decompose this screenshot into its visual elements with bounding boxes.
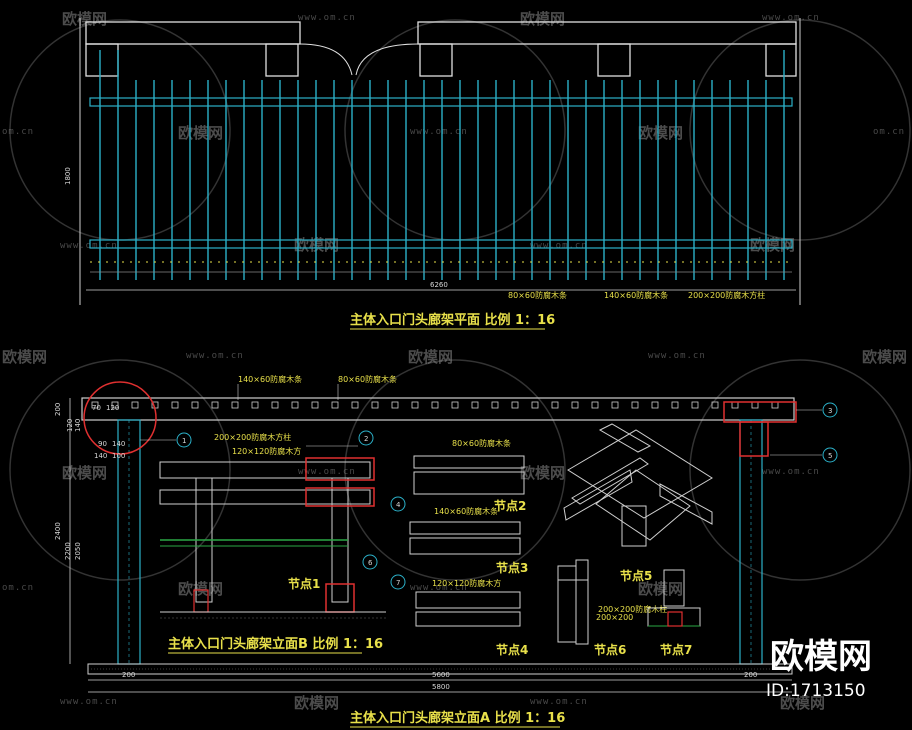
marker-number: 3 [828, 407, 832, 415]
watermark-brand: 欧模网 [520, 10, 565, 28]
node-label-6: 节点6 [594, 642, 626, 657]
circle-dim: 70 [92, 404, 101, 412]
detail-nodes: 80×60防腐木条 节点2 140×60防腐木条 节点3 120×120防腐木方… [409, 423, 713, 657]
elev-a-dim-height: 140 [74, 419, 82, 432]
watermark-url: om.cn [873, 127, 905, 137]
watermark-url: www.om.cn [530, 241, 588, 251]
elevation-b: 200×200防腐木方柱 120×120防腐木方 2 4 6 7 节点1 主体入… [159, 430, 406, 654]
node-label-5: 节点5 [620, 568, 652, 583]
elevation-a: 2400 2200 2050 200 120 140 70 120 90 140… [54, 374, 838, 728]
elev-a-dim-bottom-inner: 5600 [432, 671, 450, 679]
watermark-url: www.om.cn [530, 697, 588, 707]
circle-dim: 90 [98, 440, 107, 448]
elev-a-callout: 80×60防腐木条 [338, 374, 397, 384]
watermark-url: www.om.cn [762, 13, 820, 23]
marker-number: 7 [396, 579, 400, 587]
plan-title: 主体入口门头廊架平面 比例 1：16 [350, 312, 555, 328]
circle-dim: 100 [112, 452, 125, 460]
plan-dim-total: 6260 [430, 281, 448, 289]
watermark-url: www.om.cn [60, 241, 118, 251]
node-callout: 80×60防腐木条 [452, 438, 511, 448]
watermark-url: www.om.cn [648, 351, 706, 361]
circle-dim: 140 [112, 440, 125, 448]
watermark-brand: 欧模网 [178, 124, 223, 142]
marker-number: 2 [364, 435, 368, 443]
elev-a-callout: 200×200防腐木柱 [598, 604, 667, 614]
elev-a-dim-edge: 200 [122, 671, 135, 679]
elev-b-callout: 200×200防腐木方柱 [214, 432, 291, 442]
watermark-url: om.cn [2, 583, 34, 593]
node-callout: 140×60防腐木条 [434, 506, 498, 516]
brand-id: ID:1713150 [766, 681, 866, 701]
elev-a-dim-height: 120 [66, 419, 74, 432]
watermark-brand: 欧模网 [862, 348, 907, 366]
elev-a-dim-height: 200 [54, 403, 62, 416]
elev-a-dim-height: 2400 [54, 522, 62, 540]
plan-callout: 200×200防腐木方柱 [688, 290, 765, 300]
node-label-1: 节点1 [288, 576, 320, 591]
marker-number: 4 [396, 501, 401, 509]
watermark-brand: 欧模网 [408, 348, 453, 366]
watermark-brand: 欧模网 [62, 10, 107, 28]
plan-dim-height: 1800 [64, 167, 72, 185]
watermark-url: om.cn [2, 127, 34, 137]
node-label-7: 节点7 [660, 642, 692, 657]
plan-callout: 80×60防腐木条 [508, 290, 567, 300]
elev-a-dim-height: 2050 [74, 542, 82, 560]
watermark-layer: 欧模网 www.om.cn 欧模网 www.om.cn om.cn 欧模网 ww… [2, 10, 911, 712]
node-label-3: 节点3 [496, 560, 528, 575]
elev-b-title: 主体入口门头廊架立面B 比例 1：16 [168, 636, 383, 652]
elev-a-dim-height: 2200 [64, 542, 72, 560]
watermark-brand: 欧模网 [750, 236, 795, 254]
watermark-brand: 欧模网 [780, 694, 825, 712]
watermark-brand: 欧模网 [294, 694, 339, 712]
watermark-brand: 欧模网 [638, 580, 683, 598]
watermark-url: www.om.cn [410, 583, 468, 593]
watermark-url: www.om.cn [410, 127, 468, 137]
watermark-url: www.om.cn [298, 467, 356, 477]
plan-callout: 140×60防腐木条 [604, 290, 668, 300]
watermark-brand: 欧模网 [638, 124, 683, 142]
node-callout: 200×200 [596, 613, 633, 622]
node-callout: 120×120防腐木方 [432, 578, 501, 588]
plan-view: 6260 1800 80×60防腐木条 140×60防腐木条 200×200防腐… [64, 18, 801, 330]
elev-a-callout: 140×60防腐木条 [238, 374, 302, 384]
watermark-brand: 欧模网 [178, 580, 223, 598]
watermark-brand: 欧模网 [2, 348, 47, 366]
watermark-url: www.om.cn [60, 697, 118, 707]
node-label-2: 节点2 [494, 498, 526, 513]
watermark-brand: 欧模网 [62, 464, 107, 482]
watermark-url: www.om.cn [186, 351, 244, 361]
elev-a-left-marker: 1 [140, 432, 192, 448]
circle-dim: 120 [106, 404, 119, 412]
marker-number: 1 [182, 437, 186, 445]
elev-a-right-markers: 3 5 [770, 402, 838, 463]
elev-a-dim-bottom: 5800 [432, 683, 450, 691]
elev-b-callout: 120×120防腐木方 [232, 446, 301, 456]
elev-a-dim-edge: 200 [744, 671, 757, 679]
watermark-url: www.om.cn [762, 467, 820, 477]
watermark-brand: 欧模网 [520, 464, 565, 482]
marker-number: 6 [368, 559, 373, 567]
brand-logo-text: 欧模网 [770, 637, 872, 677]
node-label-4: 节点4 [496, 642, 528, 657]
watermark-url: www.om.cn [298, 13, 356, 23]
elev-a-title: 主体入口门头廊架立面A 比例 1：16 [350, 710, 565, 726]
circle-dim: 140 [94, 452, 107, 460]
marker-number: 5 [828, 452, 832, 460]
